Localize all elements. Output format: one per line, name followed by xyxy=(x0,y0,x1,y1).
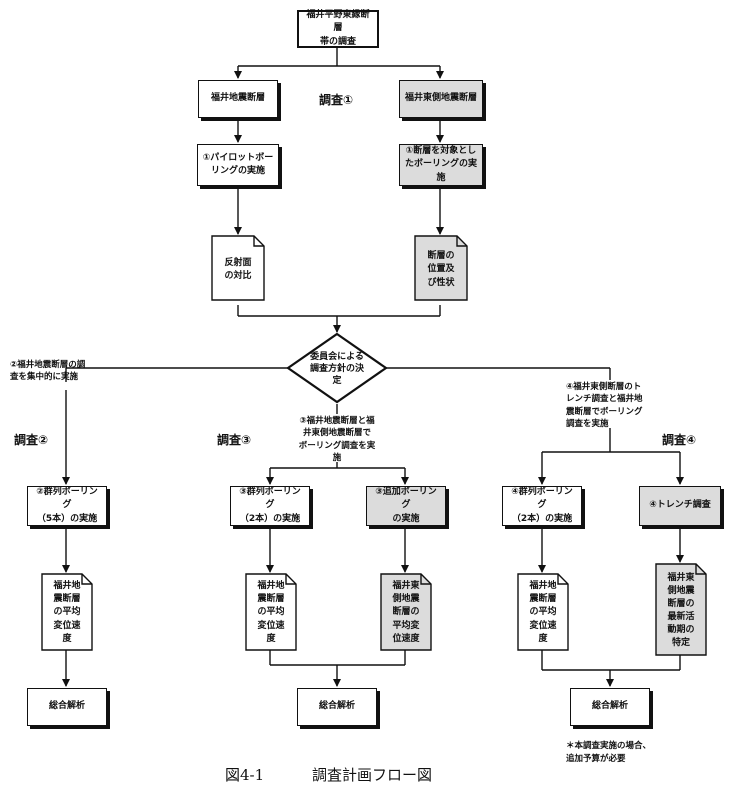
doc-shape-c4 xyxy=(517,573,569,651)
branch-label-left: ②福井地震断層の調 査を集中的に実施 xyxy=(10,360,86,383)
survey-label-3: 調査③ xyxy=(217,433,252,447)
decision-diamond xyxy=(286,332,388,404)
result-doc-text-c5: 福井東 側地震 断層の 最新活 動期の 特定 xyxy=(667,572,695,649)
doc-fault-position-text: 断層の 位置及 び性状 xyxy=(427,251,455,288)
group-boring-2-box-right: ④群列ボーリング （2本）の実施 xyxy=(502,486,582,526)
doc-shape-reflection xyxy=(211,235,265,301)
branch-label-right: ④福井東側断層のト レンチ調査と福井地 震断層でボーリング 調査を実施 xyxy=(566,382,643,429)
survey-label-4: 調査④ xyxy=(662,433,697,447)
result-doc-text-c1: 福井地 震断層 の平均 変位速 度 xyxy=(53,581,81,644)
fault-boring-box: ①断層を対象とし たボーリングの実 施 xyxy=(399,144,483,186)
doc-shape-c2 xyxy=(245,573,297,651)
result-doc-text-c3: 福井東 側地震 断層の 平均変 位速度 xyxy=(392,581,420,644)
group-boring-2-box-middle: ③群列ボーリング （2本）の実施 xyxy=(230,486,310,526)
doc-shape-c5 xyxy=(655,563,707,656)
pilot-boring-box: ①パイロットボー リングの実施 xyxy=(197,144,279,186)
group-boring-5-box: ②群列ボーリング （5本）の実施 xyxy=(27,486,107,526)
trench-survey-box: ④トレンチ調査 xyxy=(639,486,721,526)
survey-label-2: 調査② xyxy=(14,433,49,447)
result-doc-text-c2: 福井地 震断層 の平均 変位速 度 xyxy=(257,581,285,644)
result-doc-text-c4: 福井地 震断層 の平均 変位速 度 xyxy=(529,581,557,644)
fukui-fault-box: 福井地震断層 xyxy=(198,80,278,118)
doc-shape-fault-position xyxy=(414,235,468,301)
additional-boring-box: ③追加ボーリング の実施 xyxy=(366,486,446,526)
doc-shape-c1 xyxy=(41,573,93,651)
survey-label-1: 調査① xyxy=(319,93,354,107)
doc-shape-c3 xyxy=(380,573,432,651)
final-analysis-middle: 総合解析 xyxy=(297,688,377,726)
fukui-east-fault-box: 福井東側地震断層 xyxy=(399,80,483,118)
figure-number: 図4-1 xyxy=(225,766,265,784)
doc-reflection-text: 反射面 の対比 xyxy=(224,257,252,281)
budget-note: ＊本調査実施の場合、 追加予算が必要 xyxy=(566,741,652,764)
branch-label-middle: ③福井地震断層と福 井東側地震断層で ボーリング調査を実 施 xyxy=(298,416,376,463)
figure-title: 調査計画フロー図 xyxy=(312,766,433,784)
decision-text: 委員会による 調査方針の決 定 xyxy=(309,352,364,387)
final-analysis-left: 総合解析 xyxy=(27,688,107,726)
final-analysis-right: 総合解析 xyxy=(570,688,650,726)
start-box: 福井平野東縁断層 帯の調査 xyxy=(297,10,379,48)
